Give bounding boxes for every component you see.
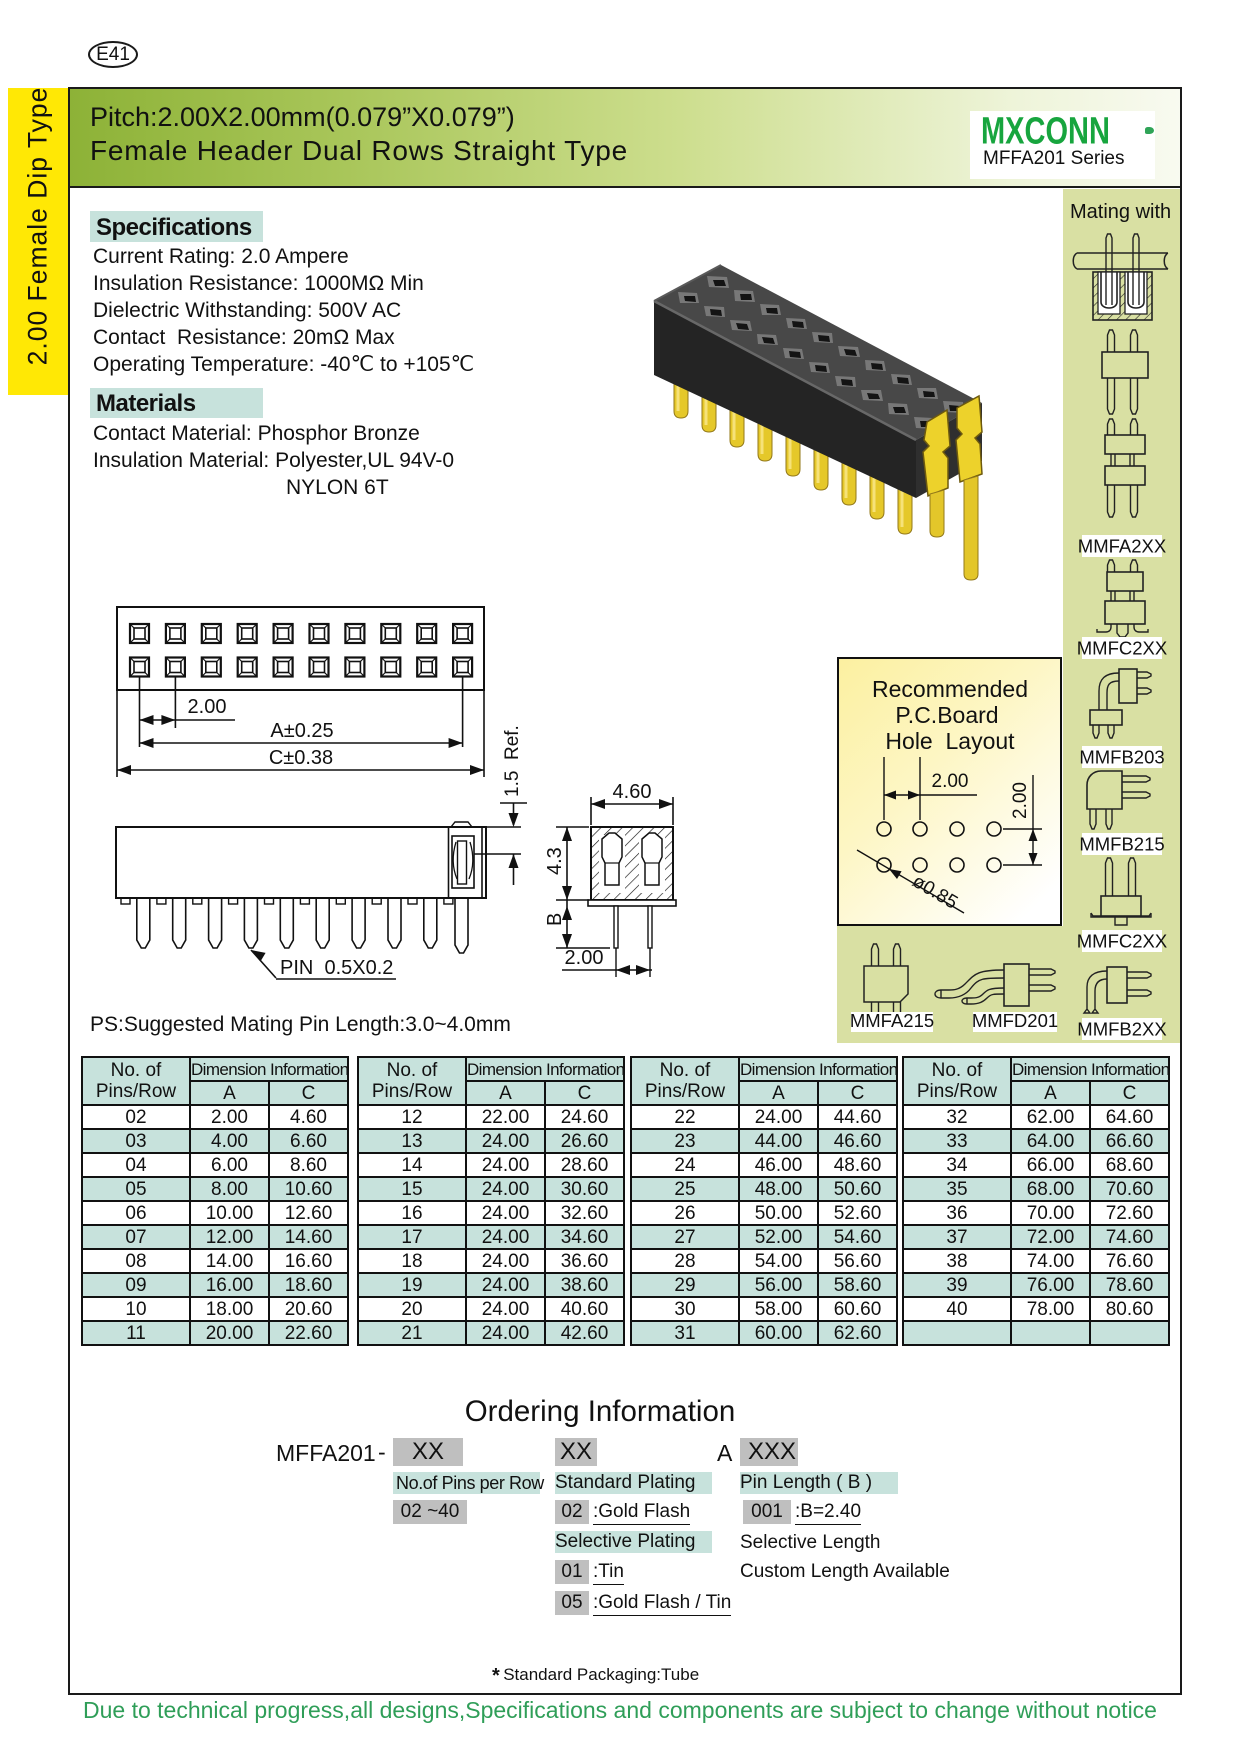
svg-text:4.60: 4.60 (613, 781, 652, 803)
svg-text:MMFA2XX: MMFA2XX (1078, 536, 1166, 557)
svg-text:MMFB203: MMFB203 (1079, 747, 1164, 768)
svg-text:Hole Layout: Hole Layout (885, 728, 1015, 754)
svg-text:4.3: 4.3 (544, 847, 566, 875)
svg-text:Recommended: Recommended (872, 676, 1028, 702)
svg-text:B: B (544, 913, 566, 926)
svg-text:1.5 Ref.: 1.5 Ref. (502, 725, 523, 797)
svg-text:MMFD201: MMFD201 (972, 1010, 1058, 1031)
svg-text:MMFC2XX: MMFC2XX (1077, 931, 1167, 952)
svg-text:MMFC2XX: MMFC2XX (1077, 638, 1167, 659)
svg-text:C±0.38: C±0.38 (269, 747, 333, 769)
svg-text:2.00: 2.00 (932, 771, 969, 792)
svg-text:2.00: 2.00 (565, 947, 604, 969)
svg-text:P.C.Board: P.C.Board (895, 702, 998, 728)
svg-text:MMFB215: MMFB215 (1079, 834, 1164, 855)
svg-text:MMFA215: MMFA215 (850, 1010, 934, 1031)
svg-text:MMFB2XX: MMFB2XX (1077, 1019, 1166, 1040)
svg-text:PIN 0.5X0.2: PIN 0.5X0.2 (280, 957, 393, 979)
svg-text:2.00: 2.00 (188, 696, 227, 718)
svg-text:A±0.25: A±0.25 (270, 720, 333, 742)
svg-text:2.00: 2.00 (1010, 782, 1031, 819)
